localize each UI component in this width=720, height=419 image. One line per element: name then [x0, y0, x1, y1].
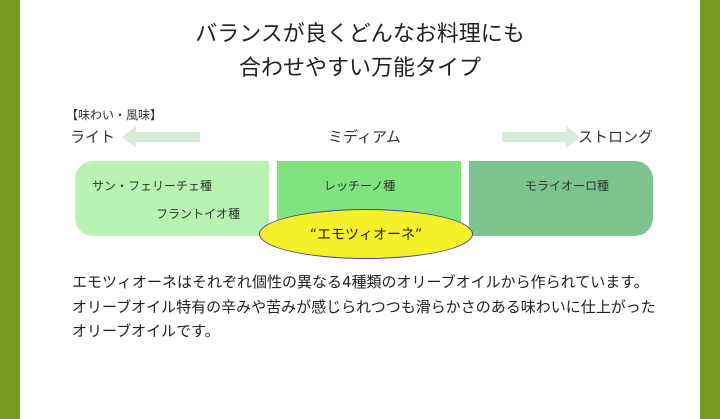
variety-light-2: フラントイオ種 [156, 207, 241, 221]
title-line-1: バランスが良くどんなお料理にも [195, 22, 525, 47]
title-line-2: 合わせやすい万能タイプ [238, 56, 481, 81]
page-title: バランスが良くどんなお料理にも 合わせやすい万能タイプ [20, 18, 700, 86]
description-paragraph-2: オリーブオイル特有の辛みや苦みが感じられつつも滑らかさのある味わいに仕上がったオ… [72, 297, 656, 341]
taste-scale-heading: 【味わい・風味】 [66, 108, 163, 122]
product-highlight-ellipse [259, 209, 473, 259]
arrow-right-icon [502, 126, 580, 148]
description: エモツィオーネはそれぞれ個性の異なる4種類のオリーブオイルから作られています。 … [72, 270, 662, 344]
variety-strong: モライオーロ種 [525, 179, 610, 193]
scale-label-medium: ミディアム [328, 128, 401, 146]
right-border [700, 0, 720, 419]
band-segment-light [75, 161, 269, 236]
band-segment-strong [469, 161, 653, 236]
left-border [0, 0, 20, 419]
taste-band [75, 161, 653, 236]
variety-medium: レッチーノ種 [324, 179, 396, 193]
arrow-left-icon [122, 126, 200, 148]
description-paragraph-1: エモツィオーネはそれぞれ個性の異なる4種類のオリーブオイルから作られています。 [72, 273, 649, 291]
scale-label-strong: ストロング [578, 128, 654, 146]
scale-label-light: ライト [70, 128, 116, 146]
variety-light-1: サン・フェリーチェ種 [92, 179, 213, 193]
content-area: バランスが良くどんなお料理にも 合わせやすい万能タイプ 【味わい・風味】 ライト… [20, 0, 700, 419]
product-highlight-label: “エモツィオーネ” [309, 227, 423, 243]
